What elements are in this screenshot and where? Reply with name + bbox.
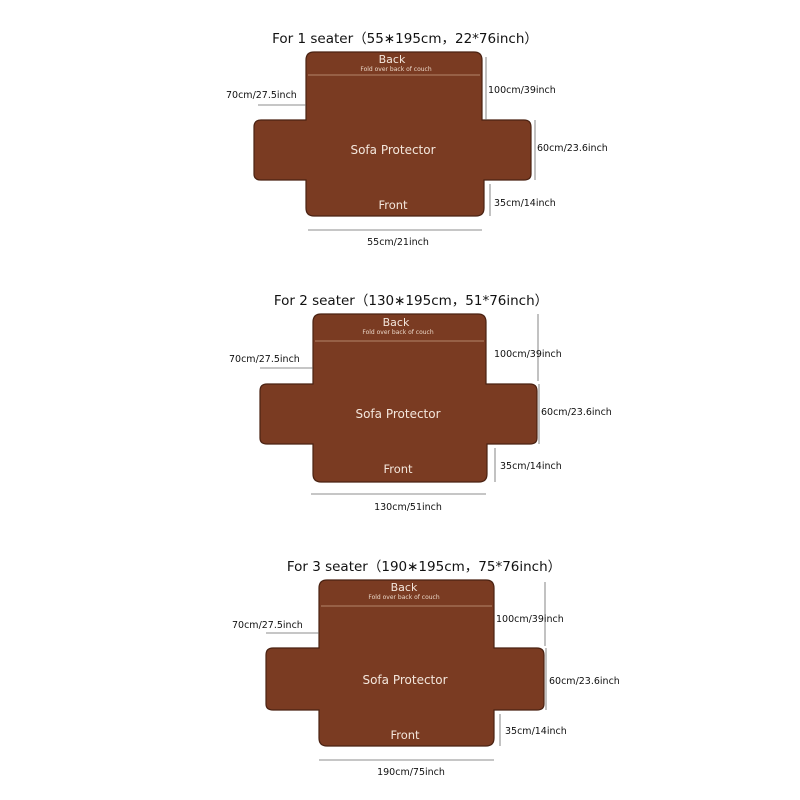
seater-2-group: For 2 seater（130∗195cm，51*76inch） Back F… — [229, 293, 612, 513]
seater-1-dim-bottom: 55cm/21inch — [367, 237, 429, 248]
seater-3-group: For 3 seater（190∗195cm，75*76inch） Back F… — [232, 559, 620, 778]
seater-2-back-label: Back — [383, 316, 410, 329]
seater-1-dim-back-right: 100cm/39inch — [488, 85, 556, 96]
seater-3-dim-arm-right: 60cm/23.6inch — [549, 676, 620, 687]
seater-2-dim-bottom: 130cm/51inch — [374, 502, 442, 513]
seater-2-center-label: Sofa Protector — [355, 407, 440, 421]
seater-3-dim-bottom: 190cm/75inch — [377, 767, 445, 778]
seater-3-center-label: Sofa Protector — [362, 673, 447, 687]
seater-3-fold-label: Fold over back of couch — [368, 594, 440, 601]
seater-3-dim-left: 70cm/27.5inch — [232, 620, 303, 631]
seater-2-cover-shape — [259, 313, 538, 483]
seater-3-front-label: Front — [390, 728, 420, 742]
seater-3-cover-shape — [265, 579, 545, 747]
seater-1-back-label: Back — [379, 53, 406, 66]
seater-1-fold-label: Fold over back of couch — [360, 66, 432, 73]
seater-1-center-label: Sofa Protector — [350, 143, 435, 157]
seater-1-dim-left: 70cm/27.5inch — [226, 90, 297, 101]
seater-3-title: For 3 seater（190∗195cm，75*76inch） — [287, 559, 561, 575]
seater-3-back-label: Back — [391, 581, 418, 594]
seater-3-dim-front-right: 35cm/14inch — [505, 726, 567, 737]
seater-2-dim-arm-right: 60cm/23.6inch — [541, 407, 612, 418]
seater-2-front-label: Front — [383, 462, 413, 476]
seater-2-fold-label: Fold over back of couch — [362, 329, 434, 336]
seater-1-front-label: Front — [378, 198, 408, 212]
seater-1-cover-shape — [253, 51, 532, 217]
seater-2-dim-left: 70cm/27.5inch — [229, 354, 300, 365]
seater-1-title: For 1 seater（55∗195cm，22*76inch） — [272, 31, 538, 47]
seater-1-dim-front-right: 35cm/14inch — [494, 198, 556, 209]
seater-1-group: For 1 seater（55∗195cm，22*76inch） Back Fo… — [226, 31, 608, 248]
seater-2-dim-back-right: 100cm/39inch — [494, 349, 562, 360]
seater-2-title: For 2 seater（130∗195cm，51*76inch） — [274, 293, 548, 309]
seater-2-dim-front-right: 35cm/14inch — [500, 461, 562, 472]
seater-3-dim-back-right: 100cm/39inch — [496, 614, 564, 625]
seater-1-dim-arm-right: 60cm/23.6inch — [537, 143, 608, 154]
